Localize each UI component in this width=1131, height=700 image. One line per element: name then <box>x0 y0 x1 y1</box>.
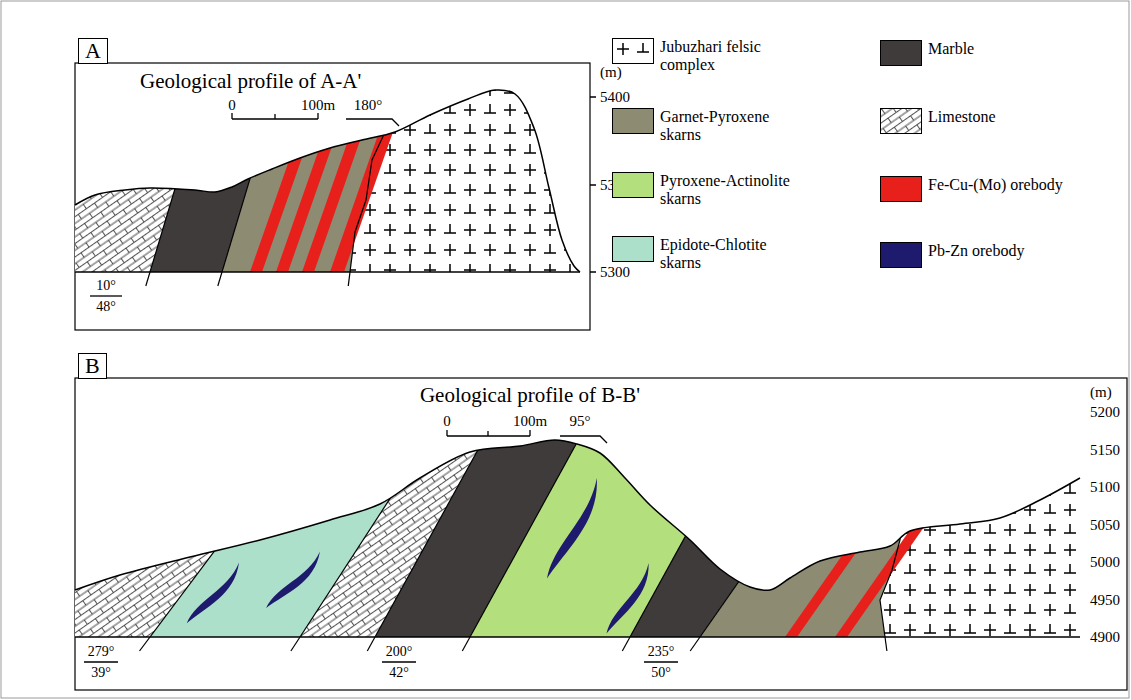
annotation-label: 5050 <box>1090 516 1120 533</box>
annotation-label: 5100 <box>1090 479 1120 496</box>
dip-fraction-line <box>84 661 678 662</box>
rock-unit <box>350 40 600 272</box>
legend-item: Marble <box>880 40 1130 80</box>
orebody-lens <box>541 478 609 582</box>
annotation-label: 0 <box>443 413 451 430</box>
contact-line <box>630 390 766 637</box>
contact-line <box>150 390 335 637</box>
contact-tick <box>140 637 151 651</box>
contact-tick <box>146 272 150 286</box>
legend-item: Garnet-Pyroxene skarns <box>612 108 797 148</box>
legend-swatch <box>612 38 654 64</box>
annotation-label: 5000 <box>1090 554 1120 571</box>
annotation-label: 50° <box>651 665 671 680</box>
panel-letter-box: A <box>78 38 108 64</box>
orebody-lens <box>182 562 247 627</box>
axis-tick <box>590 97 596 272</box>
annotation-label: 5150 <box>1090 441 1120 458</box>
rock-unit <box>700 390 910 637</box>
profile-title: Geological profile of B-B' <box>420 384 640 407</box>
legend-text: Fe-Cu-(Mo) orebody <box>928 176 1128 194</box>
annotation-label: 5200 <box>1090 404 1120 421</box>
annotation-label: 42° <box>389 665 409 680</box>
legend-item: Pyroxene-Actinolite skarns <box>612 172 797 212</box>
panel-letter: B <box>79 354 106 378</box>
panel-letter: A <box>79 39 107 63</box>
orebody-lens <box>262 551 328 612</box>
annotation-label: 100m <box>513 413 547 430</box>
legend-text: Limestone <box>928 108 1128 126</box>
legend-text: Jubuzhari felsic complex <box>660 38 795 75</box>
annotation-label: 0 <box>228 97 236 114</box>
annotation-label: 235° <box>648 644 675 659</box>
annotation-label: 4900 <box>1090 629 1120 646</box>
legend-swatch <box>880 242 922 268</box>
contact-line <box>470 390 606 637</box>
legend-swatch <box>612 108 654 134</box>
legend-text: Garnet-Pyroxene skarns <box>660 108 795 145</box>
legend-text: Pyroxene-Actinolite skarns <box>660 172 795 209</box>
contact-tick <box>690 637 700 651</box>
legend-swatch <box>612 236 654 262</box>
contact-tick <box>218 272 222 286</box>
annotation-label: 100m <box>301 97 335 114</box>
contact-line <box>880 390 910 637</box>
base-line <box>75 271 580 273</box>
profile-title: Geological profile of A-A' <box>140 70 361 93</box>
legend-item: Jubuzhari felsic complex <box>612 38 797 78</box>
cross-section <box>70 40 600 286</box>
rock-unit <box>880 390 1090 637</box>
contact-tick <box>462 637 470 651</box>
scale-bar <box>447 430 530 436</box>
rock-unit <box>835 390 1020 637</box>
legend-swatch <box>880 40 922 66</box>
legend-item: Fe-Cu-(Mo) orebody <box>880 176 1130 216</box>
dip-fraction-line <box>90 295 122 296</box>
annotation-label: 4950 <box>1090 591 1120 608</box>
base-line <box>75 636 1080 638</box>
contact-line <box>700 390 873 637</box>
orebody-lens <box>602 563 658 637</box>
legend-text: Pb-Zn orebody <box>928 242 1128 260</box>
orientation-mark <box>560 436 607 443</box>
scale-bar <box>232 113 318 119</box>
legend-item: Limestone <box>880 108 1130 148</box>
contact-tick <box>885 637 887 651</box>
contact-line <box>300 390 461 637</box>
annotation-label: 5300 <box>600 264 630 281</box>
annotation-label: (m) <box>1090 384 1112 401</box>
panel-frame <box>75 378 1127 690</box>
topography-line <box>75 90 580 272</box>
legend-text: Marble <box>928 40 1128 58</box>
legend-swatch <box>880 176 922 202</box>
contact-tick <box>291 637 300 651</box>
legend-swatch <box>612 172 654 198</box>
annotation-label: 39° <box>91 665 111 680</box>
annotation-label: (m) <box>600 64 622 81</box>
annotation-label: 95° <box>570 413 591 430</box>
contact-tick <box>622 637 630 651</box>
annotation-label: 48° <box>96 299 116 314</box>
legend-text: Epidote-Chlotite skarns <box>660 236 795 273</box>
legend-item: Pb-Zn orebody <box>880 242 1130 282</box>
annotation-label: 5400 <box>600 89 630 106</box>
topography-line <box>75 440 1080 590</box>
annotation-label: 10° <box>96 278 116 293</box>
cross-section <box>70 390 1090 651</box>
annotation-label: 180° <box>354 97 383 114</box>
legend-item: Epidote-Chlotite skarns <box>612 236 797 276</box>
panel-letter-box: B <box>78 353 107 379</box>
contact-tick <box>348 272 350 286</box>
annotation-label: 279° <box>88 644 115 659</box>
orientation-mark <box>346 119 399 126</box>
rock-unit <box>785 390 970 637</box>
contact-tick <box>367 637 375 651</box>
annotation-label: 200° <box>386 644 413 659</box>
legend-swatch <box>880 108 922 134</box>
